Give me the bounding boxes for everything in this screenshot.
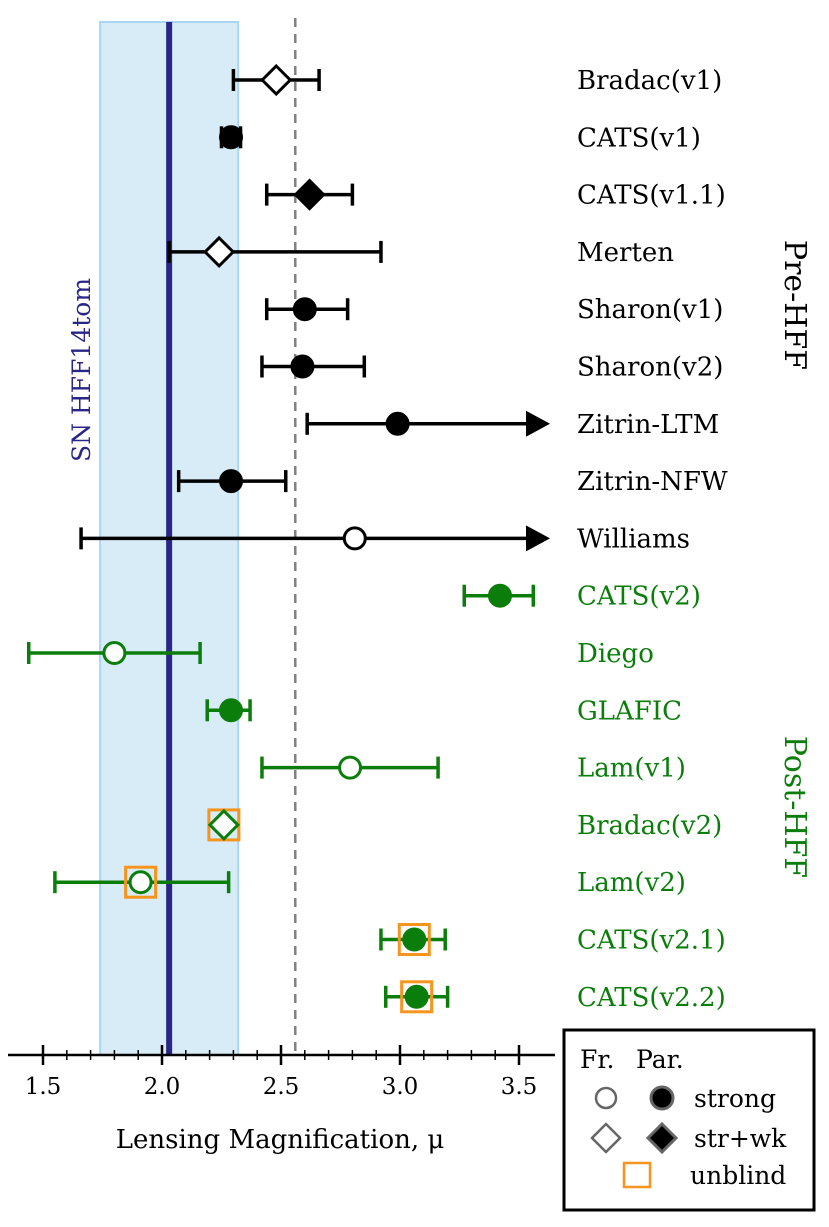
model-point-lam-v2-: [53, 865, 231, 899]
unblind-square-marker: [400, 980, 434, 1014]
filled-circle-marker: [219, 698, 244, 723]
model-name-label: Sharon(v2): [577, 353, 723, 383]
legend-strwk-label: str+wk: [694, 1124, 787, 1153]
model-point-williams: [79, 525, 550, 552]
model-point-zitrin-ltm: [305, 410, 550, 437]
filled-circle-marker: [385, 411, 410, 436]
legend-frame: [562, 1028, 816, 1212]
model-name-label: Sharon(v1): [577, 295, 723, 325]
model-name-label: CATS(v1): [577, 123, 701, 153]
legend: Fr. Par. strong str+wk unblind: [562, 1028, 816, 1212]
open-diamond-marker: [202, 235, 236, 269]
filled-circle-marker: [402, 927, 427, 952]
legend-strong-label: strong: [694, 1084, 776, 1113]
model-names-layer: Bradac(v1) CATS(v1) CATS(v1.1) MertenSharon…: [577, 66, 728, 1013]
open-circle-marker: [338, 755, 363, 780]
model-name-label: Bradac(v2): [577, 811, 722, 841]
reference-label: SN HFF14tom: [67, 278, 96, 462]
unblind-square-marker: [124, 865, 158, 899]
open-circle-marker: [102, 641, 127, 665]
filled-circle-marker: [219, 469, 244, 494]
open-circle-marker: [342, 526, 367, 551]
filled-circle-marker: [290, 354, 315, 379]
model-name-label: CATS(v2.1): [577, 926, 726, 956]
lower-limit-arrow: [526, 410, 550, 437]
legend-open-circle-marker: [594, 1086, 618, 1110]
model-points-layer: [26, 63, 550, 1014]
model-name-label: Lam(v1): [577, 754, 686, 784]
model-point-merten: [167, 235, 383, 269]
group-label-post-hff: Post-HFF: [777, 736, 812, 878]
model-point-glafic: [205, 698, 252, 723]
open-circle-marker: [128, 870, 153, 895]
model-point-diego: [26, 641, 202, 665]
model-point-zitrin-nfw: [176, 469, 288, 494]
x-tick-label: 1.5: [25, 1074, 62, 1100]
model-name-label: Diego: [577, 639, 654, 669]
model-name-label: GLAFIC: [577, 696, 682, 726]
filled-circle-marker: [487, 583, 512, 608]
filled-circle-marker: [404, 984, 429, 1009]
x-tick-label: 2.0: [144, 1074, 181, 1100]
model-point-sharon-v1-: [264, 297, 350, 322]
lower-limit-arrow: [526, 525, 550, 552]
model-point-cats-v2-2-: [383, 980, 450, 1014]
model-name-label: Williams: [577, 524, 690, 554]
legend-unblind-label: unblind: [690, 1161, 786, 1190]
model-name-label: Zitrin-NFW: [577, 467, 728, 497]
legend-unblind-square-marker: [622, 1161, 652, 1189]
model-name-label: CATS(v2.2): [577, 983, 726, 1013]
filled-circle-marker: [292, 297, 317, 322]
model-name-label: CATS(v1.1): [577, 181, 726, 211]
model-name-label: CATS(v2): [577, 582, 701, 612]
filled-circle-marker: [219, 125, 244, 150]
model-point-lam-v1-: [260, 755, 440, 780]
model-name-label: Lam(v2): [577, 868, 686, 898]
model-point-bradac-v1-: [231, 63, 321, 97]
model-point-cats-v2-1-: [379, 923, 447, 956]
model-point-cats-v1-1-: [264, 178, 355, 211]
model-name-label: Merten: [577, 238, 674, 268]
x-axis-label: Lensing Magnification, μ: [116, 1125, 445, 1155]
model-point-cats-v2-: [462, 583, 536, 608]
model-point-sharon-v2-: [260, 354, 367, 379]
x-axis: 1.5 2.0 2.5 3.0 3.5: [8, 1045, 555, 1100]
legend-filled-diamond-marker: [645, 1121, 679, 1155]
filled-diamond-marker: [293, 178, 326, 211]
model-name-label: Bradac(v1): [577, 66, 722, 96]
model-point-bradac-v2-: [207, 808, 241, 842]
open-diamond-marker: [207, 808, 241, 842]
x-tick-label: 3.0: [382, 1074, 419, 1100]
open-diamond-marker: [260, 63, 293, 97]
group-label-pre-hff: Pre-HFF: [777, 240, 812, 370]
model-name-label: Zitrin-LTM: [577, 410, 719, 440]
legend-header-param: Par.: [636, 1045, 684, 1074]
x-tick-label: 3.5: [501, 1074, 538, 1100]
unblind-square-marker: [397, 923, 431, 956]
legend-open-diamond-marker: [590, 1122, 622, 1154]
model-point-cats-v1-: [219, 125, 244, 150]
legend-header-free: Fr.: [580, 1045, 615, 1074]
x-tick-label: 2.5: [263, 1074, 300, 1100]
legend-filled-circle-marker: [649, 1085, 675, 1111]
